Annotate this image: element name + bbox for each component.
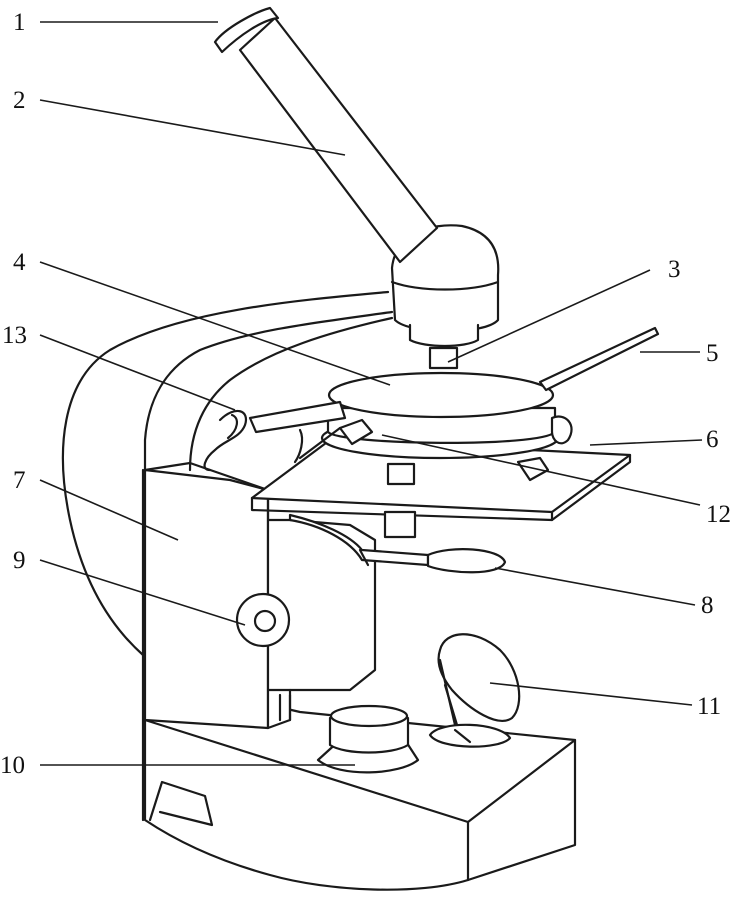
eyepiece-tube xyxy=(213,6,439,264)
leader-lines xyxy=(39,21,703,766)
callout-6: 6 xyxy=(706,426,719,453)
callout-3: 3 xyxy=(668,256,681,283)
callout-10: 10 xyxy=(0,752,25,779)
microscope-pillar xyxy=(143,461,377,730)
callout-4: 4 xyxy=(13,249,26,276)
callout-12: 12 xyxy=(706,501,731,528)
light-source xyxy=(316,704,420,774)
callout-7: 7 xyxy=(13,467,26,494)
callout-labels: 1 2 4 13 7 9 10 3 5 6 12 8 11 xyxy=(0,9,731,779)
callout-9: 9 xyxy=(13,547,26,574)
stage xyxy=(250,438,632,539)
microscope-head xyxy=(390,224,500,370)
callout-11: 11 xyxy=(697,693,721,720)
callout-1: 1 xyxy=(13,9,26,36)
revolving-plate xyxy=(320,371,573,460)
condenser xyxy=(288,513,507,574)
stage-clamp xyxy=(298,418,374,460)
mirror xyxy=(428,633,521,748)
callout-2: 2 xyxy=(13,87,26,114)
stage-clip xyxy=(538,326,660,392)
callout-5: 5 xyxy=(706,340,719,367)
microscope-arm xyxy=(61,290,394,822)
fine-focus-screw xyxy=(203,400,347,472)
focus-knob xyxy=(235,592,291,648)
callout-13: 13 xyxy=(2,322,27,349)
callout-8: 8 xyxy=(701,592,714,619)
